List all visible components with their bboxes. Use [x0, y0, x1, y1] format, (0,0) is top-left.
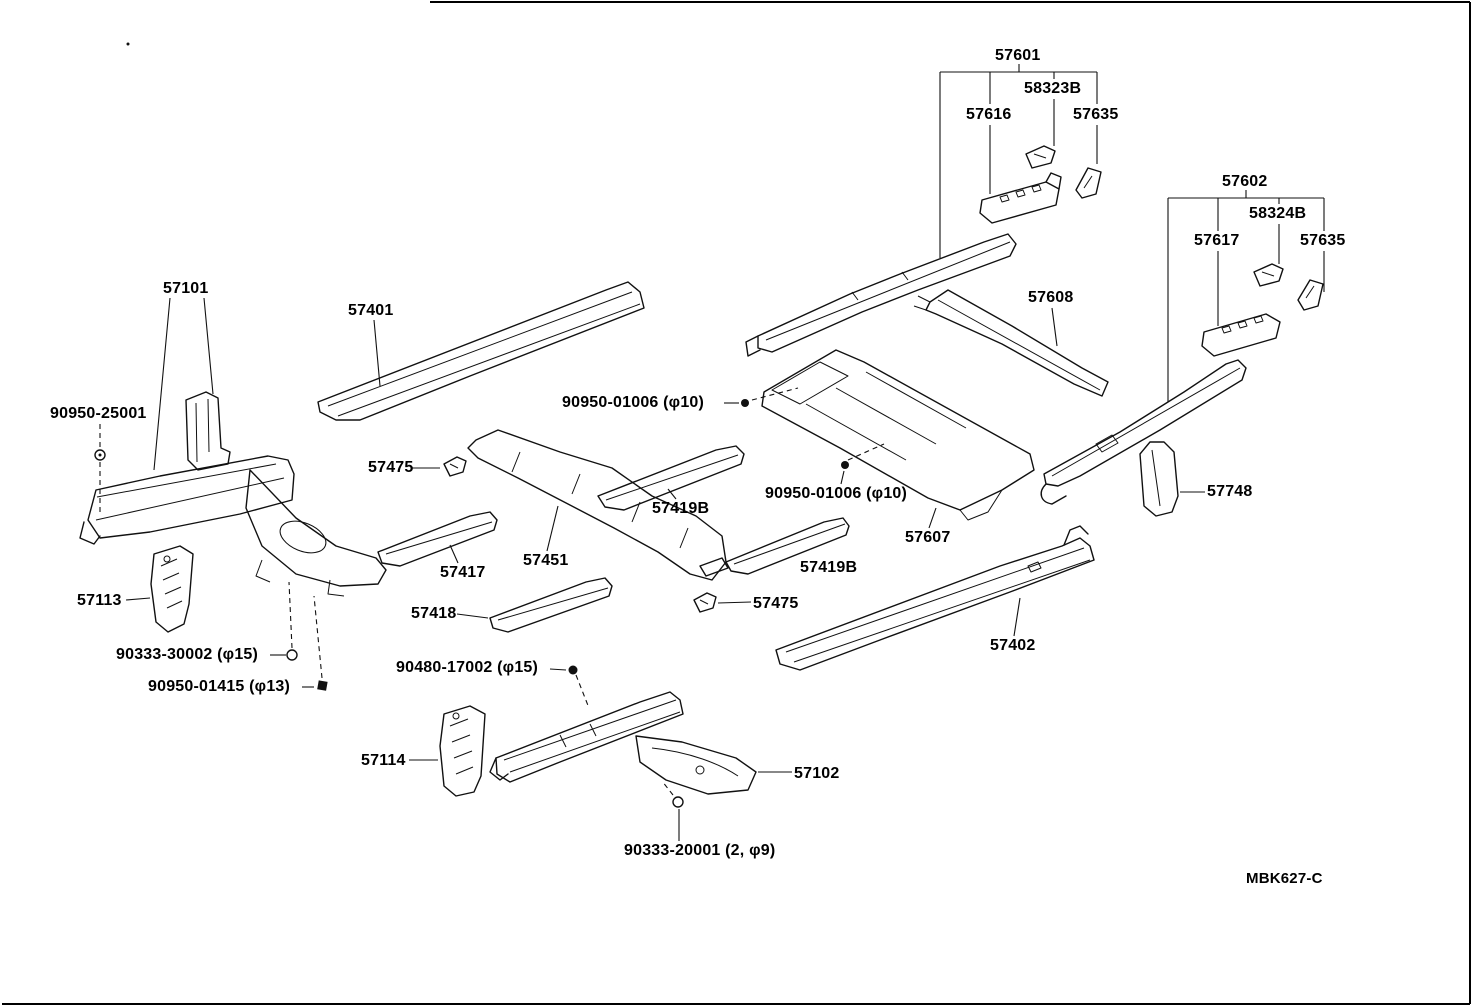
part-57635-right-drawing	[1297, 279, 1324, 311]
part-label-57607: 57607	[905, 529, 951, 546]
part-57602-rail-drawing	[1040, 359, 1247, 505]
part-label-58323b: 58323B	[1024, 80, 1082, 97]
fastener-label-90950-01415: 90950-01415 (φ13)	[148, 678, 291, 695]
part-label-57635-upper: 57635	[1073, 106, 1119, 123]
part-label-57616: 57616	[966, 106, 1012, 123]
part-57635-upper-drawing	[1075, 167, 1102, 199]
fastener-bolt-90480-17002	[568, 665, 578, 675]
part-57601-rail-drawing	[745, 233, 1017, 357]
part-label-57101: 57101	[163, 280, 209, 297]
part-label-57617: 57617	[1194, 232, 1240, 249]
part-label-58324b: 58324B	[1249, 205, 1307, 222]
fastener-bolt-90950-01006-left	[741, 399, 749, 407]
fastener-label-90950-01006-right: 90950-01006 (φ10)	[765, 485, 908, 502]
fastener-label-90480-17002: 90480-17002 (φ15)	[396, 659, 539, 676]
part-57475-lower-drawing	[693, 592, 717, 613]
part-57419b-lower-drawing	[725, 517, 850, 575]
part-label-57602: 57602	[1222, 173, 1268, 190]
fastener-bolt-90950-01006-right	[841, 461, 849, 469]
part-label-57635-right: 57635	[1300, 232, 1346, 249]
fastener-label-90950-01006-left: 90950-01006 (φ10)	[562, 394, 705, 411]
part-57607-drawing	[761, 349, 1035, 521]
part-label-57102: 57102	[794, 765, 840, 782]
part-label-57475-lower: 57475	[753, 595, 799, 612]
part-57113-drawing	[150, 545, 194, 633]
fastener-label-90333-30002: 90333-30002 (φ15)	[116, 646, 259, 663]
scan-speck	[126, 42, 130, 46]
part-label-57418: 57418	[411, 605, 457, 622]
fastener-bolt-90950-25001	[94, 449, 106, 461]
fastener-bolt-90950-01415	[317, 680, 328, 691]
diagram-code: MBK627-C	[1246, 870, 1323, 887]
fastener-washer-90333-30002	[286, 649, 298, 661]
part-label-57402: 57402	[990, 637, 1036, 654]
fastener-label-90950-25001: 90950-25001	[50, 405, 147, 422]
part-57401-drawing	[317, 281, 645, 421]
part-label-57608: 57608	[1028, 289, 1074, 306]
part-58323b-drawing	[1025, 145, 1056, 169]
part-label-57419b-upper: 57419B	[652, 500, 710, 517]
alignment-dashed-lines	[99, 387, 885, 796]
part-57114-drawing	[439, 705, 486, 797]
part-57417-drawing	[377, 511, 498, 567]
part-label-57417: 57417	[440, 564, 486, 581]
fastener-bolt-90333-20001	[672, 796, 684, 808]
leader-lines	[125, 64, 1325, 841]
part-label-57113: 57113	[77, 592, 122, 609]
part-57475-upper-drawing	[443, 456, 467, 477]
part-57102-drawing	[489, 691, 757, 795]
part-label-57601: 57601	[995, 47, 1041, 64]
fastener-label-90333-20001: 90333-20001 (2, φ9)	[624, 842, 776, 859]
part-57608-drawing	[913, 289, 1109, 397]
part-label-57748: 57748	[1207, 483, 1253, 500]
part-label-57114: 57114	[361, 752, 406, 769]
part-57616-drawing	[979, 172, 1062, 224]
part-57617-drawing	[1201, 313, 1281, 357]
part-57402-drawing	[775, 525, 1095, 671]
part-57419b-upper-drawing	[597, 445, 745, 511]
part-57418-drawing	[489, 577, 613, 633]
part-label-57401: 57401	[348, 302, 394, 319]
part-57451-drawing	[467, 429, 729, 581]
part-57101-drawing	[79, 391, 387, 597]
part-57748-drawing	[1139, 441, 1179, 517]
part-label-57451: 57451	[523, 552, 569, 569]
part-label-57419b-lower: 57419B	[800, 559, 858, 576]
part-58324b-drawing	[1253, 263, 1284, 287]
part-label-57475-upper: 57475	[368, 459, 414, 476]
